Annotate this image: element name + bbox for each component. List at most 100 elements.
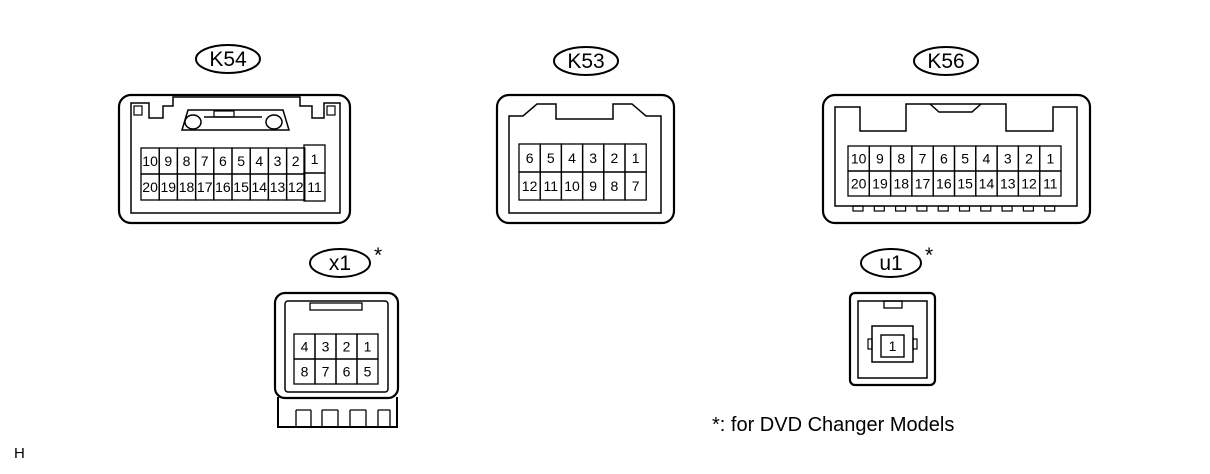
k56-pin-1-label: 1: [1046, 151, 1054, 167]
k54-pin-19-label: 19: [161, 179, 177, 195]
k56-pin-7-label: 7: [919, 151, 927, 167]
k56-housing-inner: [834, 103, 1078, 207]
u1-pin-label: 1: [889, 338, 897, 354]
k54-pin-13-label: 13: [270, 179, 286, 195]
x1-housing-outer: [273, 291, 400, 400]
k56-pin-2-label: 2: [1025, 151, 1033, 167]
k56-pin-14-label: 14: [979, 176, 995, 192]
u1-side-lug-right: [912, 338, 918, 350]
x1-housing-inner: [284, 300, 389, 393]
u1-pin-cell: [880, 334, 905, 358]
k54-pin-20-label: 20: [142, 179, 158, 195]
k54-latch-hole-right: [265, 114, 283, 130]
k53-pin-6-label: 6: [526, 150, 534, 166]
x1-asterisk: *: [374, 244, 382, 267]
k53-pin-2-label: 2: [611, 150, 619, 166]
k53-pin-1-label: 1: [632, 150, 640, 166]
x1-foot-2: [321, 409, 339, 427]
k54-pin-12-cell: [285, 173, 306, 201]
k54-pin-11-label: 11: [307, 179, 322, 195]
x1-foot-1: [295, 409, 312, 427]
k56-terminal-tooth: [1044, 205, 1056, 212]
k56-terminal-tooth: [916, 205, 928, 212]
k54-pin-8-label: 8: [183, 153, 191, 169]
k56-terminal-tooth: [1022, 205, 1035, 212]
k54-housing-outer: [117, 93, 352, 225]
k56-terminal-tooth: [894, 205, 907, 212]
k53-pin-8-label: 8: [611, 178, 619, 194]
k54-label-oval: [195, 44, 261, 74]
k54-latch-tab: [213, 110, 235, 118]
k54-latch: [180, 109, 291, 131]
k54-pin-9-label: 9: [164, 153, 172, 169]
k54-pin-6-label: 6: [219, 153, 227, 169]
k56-pin-20-label: 20: [851, 176, 867, 192]
k54-pin-18-label: 18: [179, 179, 195, 195]
k56-terminal-teeth: [852, 205, 1056, 212]
u1-latch: [883, 300, 903, 309]
x1-pin-2-label: 2: [343, 339, 351, 355]
k56-label-oval: [913, 46, 979, 76]
k56-pin-13-label: 13: [1000, 176, 1016, 192]
k56-pin-15-label: 15: [957, 176, 973, 192]
x1-pin-5-label: 5: [364, 364, 372, 380]
u1-housing-outer: [848, 291, 937, 387]
k56-pin-9-label: 9: [876, 151, 884, 167]
x1-foot-4: [377, 409, 391, 427]
corner-mark: H: [14, 445, 25, 462]
connector-u1: u1 * 1: [848, 244, 937, 387]
k54-pin-12-label: 12: [288, 179, 304, 195]
x1-pin-7-label: 7: [322, 364, 330, 380]
k54-latch-hole-left: [184, 114, 202, 130]
k54-pin-7-label: 7: [201, 153, 209, 169]
k56-pin-18-label: 18: [893, 176, 909, 192]
x1-label-oval: [309, 248, 371, 278]
k56-key: [929, 103, 982, 113]
x1-pin-1-label: 1: [364, 339, 372, 355]
k56-pin-5-label: 5: [961, 151, 969, 167]
k56-terminal-tooth: [937, 205, 949, 212]
k54-notch-right: [326, 105, 336, 116]
k53-pin-11-label: 11: [544, 178, 559, 194]
k56-pin-19-label: 19: [872, 176, 888, 192]
k53-pin-12-label: 12: [522, 178, 538, 194]
x1-latch: [309, 302, 363, 311]
x1-pin-6-label: 6: [343, 364, 351, 380]
k56-label: K56: [927, 50, 964, 73]
k54-pin-3-label: 3: [274, 153, 282, 169]
k56-pin-11-cell: [1039, 170, 1062, 197]
k53-pin-7-cell: [624, 171, 647, 201]
x1-foot-3: [349, 409, 367, 427]
k53-pin-3-label: 3: [589, 150, 597, 166]
k54-pin-5-label: 5: [237, 153, 245, 169]
k53-housing-outer: [495, 93, 676, 225]
k54-pin-2-label: 2: [292, 153, 300, 169]
k56-terminal-tooth: [1001, 205, 1013, 212]
x1-label: x1: [329, 252, 351, 275]
k53-pin-9-label: 9: [589, 178, 597, 194]
k56-pin-12-label: 12: [1021, 176, 1037, 192]
k56-pin-4-label: 4: [983, 151, 991, 167]
k56-terminal-tooth: [958, 205, 971, 212]
k56-terminal-tooth: [980, 205, 992, 212]
x1-pin-3-label: 3: [322, 339, 330, 355]
k54-pin-16-label: 16: [215, 179, 231, 195]
x1-pin-4-label: 4: [301, 339, 309, 355]
k54-pin-17-label: 17: [197, 179, 213, 195]
u1-asterisk: *: [925, 244, 933, 267]
x1-pin-5-cell: [356, 358, 379, 385]
k54-pin-15-label: 15: [233, 179, 249, 195]
footnote: *: for DVD Changer Models: [712, 414, 954, 436]
k54-notch-left: [133, 105, 143, 116]
x1-pin-8-label: 8: [301, 364, 309, 380]
k53-pin-4-label: 4: [568, 150, 576, 166]
k53-pin-10-label: 10: [564, 178, 580, 194]
